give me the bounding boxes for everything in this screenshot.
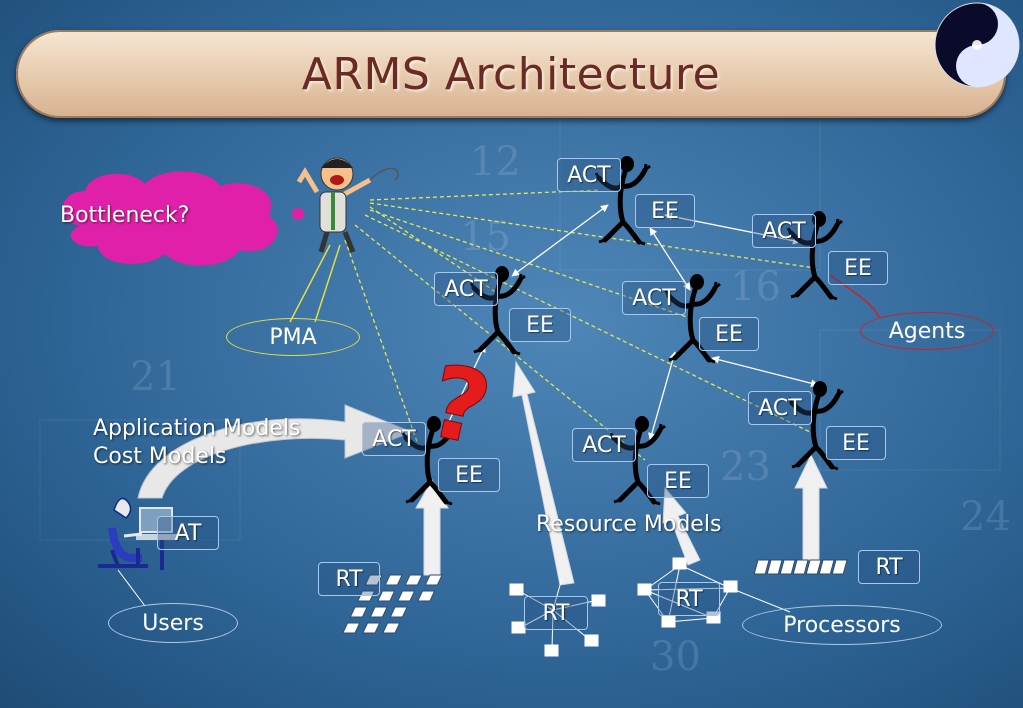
act-box: ACT — [434, 272, 498, 306]
act-box: ACT — [362, 422, 426, 456]
svg-text:24: 24 — [960, 494, 1011, 540]
at-box: AT — [157, 516, 219, 550]
ee-box: EE — [509, 308, 571, 342]
rt-cluster-row — [753, 559, 848, 575]
processors-oval: Processors — [742, 605, 942, 645]
ee-box: EE — [635, 194, 695, 228]
ee-box: EE — [826, 426, 886, 460]
bottleneck-label: Bottleneck? — [60, 203, 190, 228]
users-oval: Users — [108, 603, 238, 643]
agents-label: Agents — [888, 318, 966, 344]
bottleneck-cloud — [62, 171, 304, 266]
svg-text:16: 16 — [730, 264, 781, 310]
ee-box: EE — [828, 251, 888, 285]
page-title: ARMS Architecture — [301, 48, 721, 100]
svg-text:21: 21 — [130, 354, 181, 400]
svg-text:12: 12 — [470, 139, 521, 185]
title-bar: ARMS Architecture — [16, 30, 1006, 118]
rt-cluster-grid — [342, 574, 443, 634]
application-models-arrow — [137, 404, 414, 499]
ee-box: EE — [438, 458, 500, 492]
rt-box: RT — [658, 582, 720, 616]
pma-person-icon — [296, 157, 399, 253]
user-computer-icon — [98, 497, 178, 570]
ee-box: EE — [647, 464, 709, 498]
agents-callout-line — [829, 274, 881, 319]
yin-yang-logo-icon — [934, 2, 1020, 88]
cost-models-label: Cost Models — [93, 444, 227, 469]
pma-callout-lines — [289, 244, 341, 323]
processors-label: Processors — [783, 612, 901, 638]
rt-cluster-mesh — [637, 557, 738, 628]
rt-box: RT — [858, 550, 920, 584]
act-box: ACT — [557, 158, 621, 192]
rt-box: RT — [318, 562, 380, 596]
ee-box: EE — [699, 317, 759, 351]
rt-cluster-star — [509, 577, 606, 657]
svg-text:15: 15 — [460, 214, 511, 260]
resource-arrows — [415, 360, 828, 586]
users-callout-line — [117, 569, 146, 607]
svg-text:30: 30 — [650, 634, 701, 680]
act-box: ACT — [572, 428, 636, 462]
act-box: ACT — [748, 391, 812, 425]
act-box: ACT — [752, 214, 816, 248]
svg-text:23: 23 — [720, 444, 771, 490]
rt-box: RT — [524, 596, 588, 630]
pma-label: PMA — [269, 324, 317, 350]
application-models-label: Application Models — [93, 416, 301, 441]
agents-oval: Agents — [860, 312, 994, 350]
question-mark: ? — [419, 342, 500, 469]
resource-models-label: Resource Models — [536, 512, 722, 537]
agent-links — [444, 204, 819, 441]
act-box: ACT — [622, 281, 686, 315]
users-label: Users — [142, 610, 204, 636]
pma-oval: PMA — [226, 318, 360, 356]
